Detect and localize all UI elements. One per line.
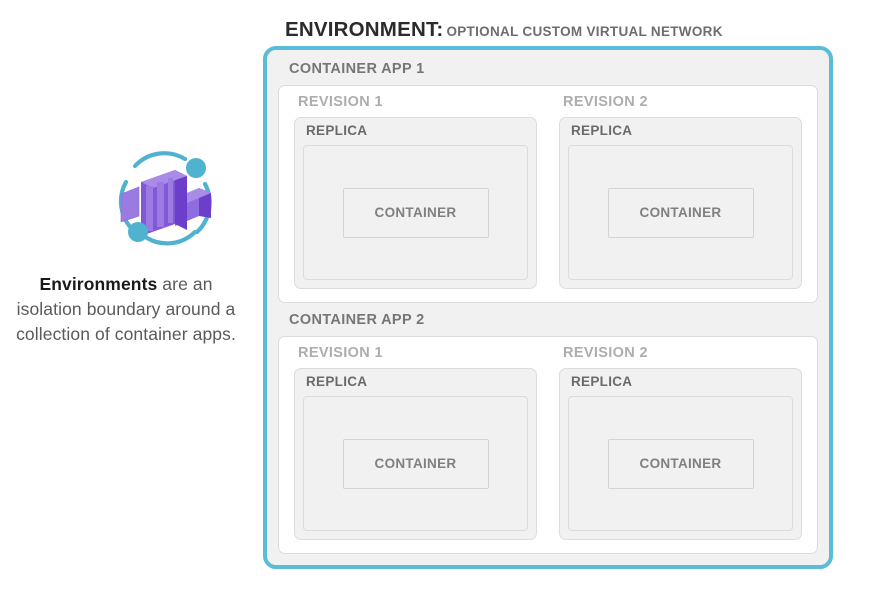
environment-subtitle: OPTIONAL CUSTOM VIRTUAL NETWORK — [446, 24, 723, 39]
replica-box: REPLICA CONTAINER — [559, 117, 802, 289]
container-label: CONTAINER — [639, 456, 722, 471]
revision-label: REVISION 1 — [298, 345, 383, 361]
container-app-label: CONTAINER APP 2 — [289, 312, 425, 328]
environment-boundary: CONTAINER APP 1 REVISION 1 REPLICA CONTA… — [263, 46, 833, 569]
caption-lead: Environments — [39, 274, 158, 294]
replica-label: REPLICA — [571, 123, 633, 138]
left-description-panel: Environments are an isolation boundary a… — [0, 0, 250, 593]
environment-header: ENVIRONMENT:OPTIONAL CUSTOM VIRTUAL NETW… — [285, 18, 723, 44]
replica-label: REPLICA — [306, 374, 368, 389]
environment-title: ENVIRONMENT: — [285, 18, 444, 41]
replica-inner-area: CONTAINER — [303, 145, 528, 280]
revision-label: REVISION 1 — [298, 94, 383, 110]
replica-box: REPLICA CONTAINER — [294, 117, 537, 289]
replica-label: REPLICA — [571, 374, 633, 389]
container-app-body: REVISION 1 REPLICA CONTAINER REVISION 2 … — [278, 85, 818, 303]
replica-box: REPLICA CONTAINER — [559, 368, 802, 540]
replica-inner-area: CONTAINER — [568, 145, 793, 280]
revision-column: REVISION 2 REPLICA CONTAINER — [553, 94, 808, 292]
revision-column: REVISION 1 REPLICA CONTAINER — [288, 94, 543, 292]
container-label: CONTAINER — [639, 205, 722, 220]
container-box: CONTAINER — [342, 438, 489, 489]
container-app-label: CONTAINER APP 1 — [289, 61, 425, 77]
container-app-panel: CONTAINER APP 1 REVISION 1 REPLICA CONTA… — [278, 61, 818, 303]
container-box: CONTAINER — [607, 438, 754, 489]
caption-rest: are an isolation boundary around a colle… — [16, 274, 236, 344]
replica-label: REPLICA — [306, 123, 368, 138]
replica-inner-area: CONTAINER — [303, 396, 528, 531]
revision-column: REVISION 1 REPLICA CONTAINER — [288, 345, 543, 543]
container-box: CONTAINER — [342, 187, 489, 238]
container-label: CONTAINER — [374, 205, 457, 220]
revision-label: REVISION 2 — [563, 94, 648, 110]
revision-label: REVISION 2 — [563, 345, 648, 361]
environment-caption: Environments are an isolation boundary a… — [12, 272, 240, 347]
container-label: CONTAINER — [374, 456, 457, 471]
container-app-body: REVISION 1 REPLICA CONTAINER REVISION 2 … — [278, 336, 818, 554]
replica-box: REPLICA CONTAINER — [294, 368, 537, 540]
container-app-panel: CONTAINER APP 2 REVISION 1 REPLICA CONTA… — [278, 312, 818, 554]
replica-inner-area: CONTAINER — [568, 396, 793, 531]
azure-container-apps-icon — [113, 146, 218, 251]
container-box: CONTAINER — [607, 187, 754, 238]
revision-column: REVISION 2 REPLICA CONTAINER — [553, 345, 808, 543]
